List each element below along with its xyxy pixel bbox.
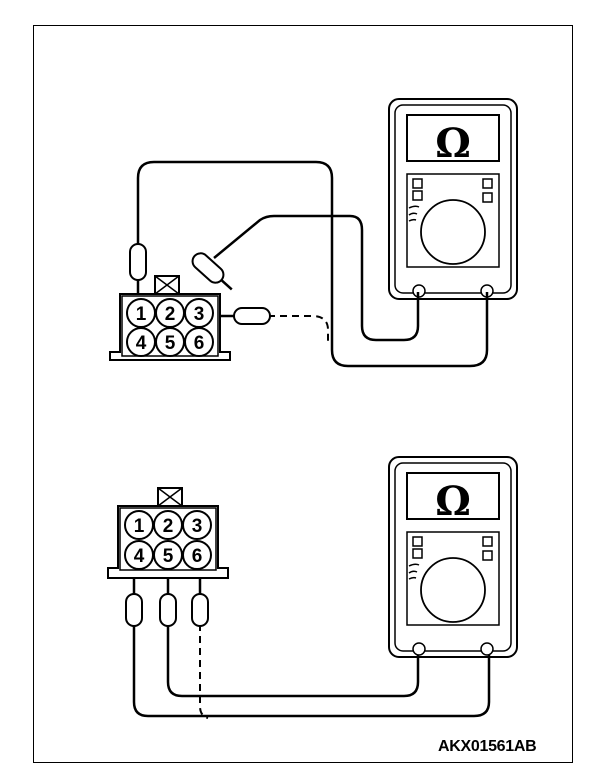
ohm-symbol: Ω	[435, 478, 471, 525]
bottom-pin-1: 1	[134, 516, 145, 537]
dashed-wire-pin3	[268, 315, 329, 345]
wire-pin4-to-meter	[132, 624, 491, 718]
probe-pin3	[214, 307, 271, 325]
top-pin-2: 2	[165, 304, 176, 325]
wire-pin5-to-meter	[166, 624, 420, 698]
bottom-pin-5: 5	[163, 546, 174, 567]
bottom-multimeter: Ω	[388, 456, 518, 658]
top-wires	[136, 160, 489, 368]
figure-id: AKX01561AB	[438, 738, 537, 755]
top-pin-1: 1	[136, 304, 147, 325]
figure-frame	[33, 25, 573, 763]
top-pin-6: 6	[194, 333, 205, 354]
bottom-pin-6: 6	[192, 546, 203, 567]
dashed-wire-pin6	[199, 624, 209, 719]
probe-pin2	[191, 252, 233, 291]
probe-pin5	[159, 593, 177, 627]
probe-pin4	[125, 593, 143, 627]
probe-pin6	[191, 593, 209, 627]
top-multimeter: Ω	[388, 98, 518, 300]
bottom-probes	[125, 578, 209, 627]
top-pin-3: 3	[194, 304, 205, 325]
bottom-pin-3: 3	[192, 516, 203, 537]
bottom-wires	[132, 624, 491, 718]
wire-pin1-to-meter	[136, 160, 489, 368]
top-pin-4: 4	[136, 333, 147, 354]
bottom-pin-2: 2	[163, 516, 174, 537]
bottom-pin-4: 4	[134, 546, 145, 567]
probe-pin1	[129, 243, 147, 296]
ohm-symbol: Ω	[435, 120, 471, 167]
top-connector: 1 2 3 4 5 6	[109, 275, 231, 361]
top-pin-5: 5	[165, 333, 176, 354]
bottom-connector: 1 2 3 4 5 6	[107, 487, 229, 579]
wire-pin2-to-meter	[213, 214, 420, 342]
